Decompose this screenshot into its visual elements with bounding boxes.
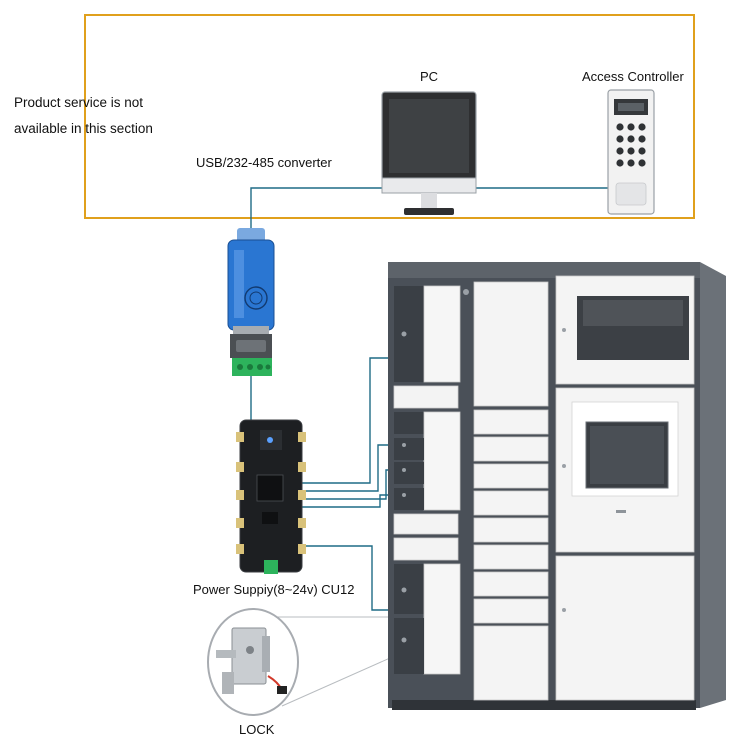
locker-column-1	[393, 285, 461, 675]
board-label: Power Suppiy(8~24v) CU12	[193, 582, 355, 597]
access-controller-label: Access Controller	[582, 69, 684, 84]
wires	[250, 187, 608, 611]
service-notice: Product service is not available in this…	[14, 90, 153, 142]
lock-label: LOCK	[239, 722, 275, 737]
locker-cabinet-icon	[388, 262, 726, 710]
wire-converter-to-pc	[250, 187, 384, 228]
usb-converter-icon	[227, 228, 275, 376]
lock-icon	[207, 608, 409, 716]
locker-column-3	[555, 275, 695, 701]
pc-label: PC	[420, 69, 439, 84]
service-boundary-frame	[84, 14, 695, 219]
service-notice-line-2: available in this section	[14, 121, 153, 136]
control-board-icon	[236, 419, 306, 574]
access-controller-icon	[607, 89, 655, 215]
locker-column-2	[473, 281, 549, 701]
service-notice-line-1: Product service is not	[14, 95, 144, 110]
converter-label: USB/232-485 converter	[196, 155, 332, 170]
pc-monitor-icon	[381, 91, 477, 215]
